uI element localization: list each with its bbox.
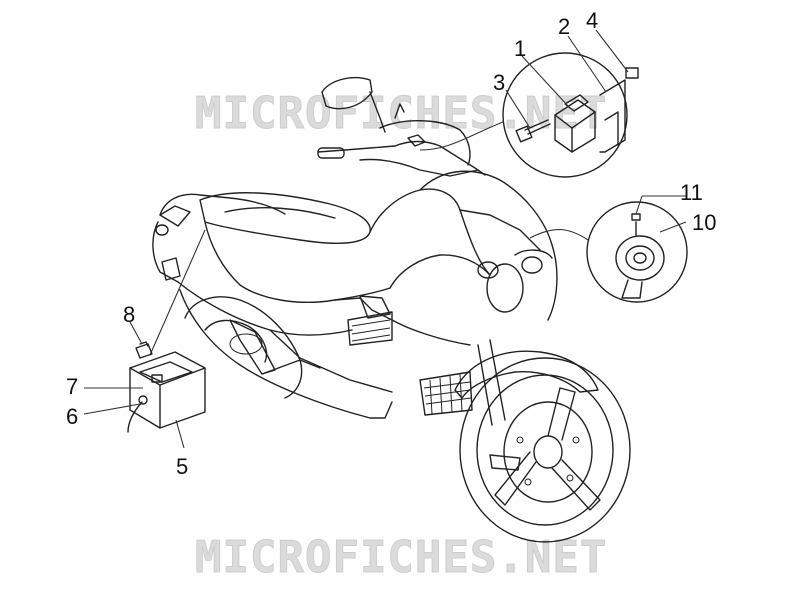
- battery-pointer-line: [149, 229, 206, 356]
- watermark-bottom: MICROFICHES.NET: [195, 532, 607, 583]
- front-wheel: [459, 357, 631, 543]
- callout-1: 1: [514, 36, 526, 61]
- horn-pointer-line: [529, 228, 589, 241]
- callout-2: 2: [558, 14, 570, 39]
- callout-10: 10: [692, 210, 716, 235]
- callout-4: 4: [586, 8, 598, 33]
- horn-callout-circle: [586, 201, 688, 303]
- callout-8: 8: [123, 302, 135, 327]
- watermark-top: MICROFICHES.NET: [195, 88, 607, 139]
- relay-group: [419, 29, 639, 178]
- scooter-illustration: [152, 76, 631, 543]
- relay-callout-circle: [502, 52, 628, 178]
- battery-group: [83, 229, 206, 449]
- callout-11: 11: [680, 180, 703, 205]
- callout-7: 7: [66, 374, 78, 399]
- callout-5: 5: [176, 454, 188, 479]
- callout-6: 6: [66, 404, 78, 429]
- relay-pointer-line: [419, 121, 504, 151]
- horn-group: [529, 195, 688, 303]
- lower-grille: [419, 371, 473, 416]
- callout-3: 3: [493, 70, 505, 95]
- side-vent: [347, 311, 393, 346]
